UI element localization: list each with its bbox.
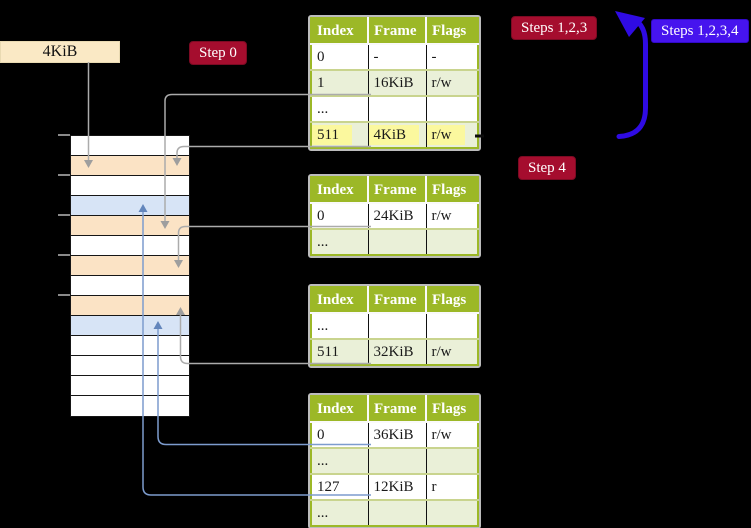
cell-flags — [426, 448, 478, 475]
memory-row-6-page-table — [71, 256, 189, 276]
cell-index: 0 — [311, 422, 369, 449]
cell-frame: 4KiB — [368, 122, 427, 148]
highlight: r/w — [426, 125, 465, 145]
cell-frame: 12KiB — [368, 474, 427, 501]
cell-index: ... — [311, 448, 369, 475]
frame-header: Frame — [368, 18, 427, 45]
memory-tick — [58, 134, 70, 136]
cell-index: 0 — [311, 44, 369, 71]
cell-flags — [426, 229, 478, 255]
cell-index: ... — [311, 313, 369, 340]
cell-flags: r/w — [431, 344, 452, 360]
cell-frame — [368, 96, 427, 123]
index-header: Index — [311, 396, 369, 423]
arrowhead-upleft-icon — [615, 11, 645, 37]
cell-index: ... — [311, 500, 369, 526]
cell-frame: 24KiB — [368, 203, 427, 230]
cell-flags — [426, 313, 478, 340]
memory-tick — [58, 174, 70, 176]
step0-badge: Step 0 — [189, 41, 247, 65]
cell-frame: 32KiB — [368, 339, 427, 365]
page-table-3: Index Frame Flags ... 511 32KiB r/w — [308, 284, 481, 368]
table-row: ... — [311, 229, 478, 255]
memory-row-2-free — [71, 176, 189, 196]
table-header-row: Index Frame Flags — [311, 18, 478, 45]
flags-header: Flags — [426, 18, 478, 45]
page-size-label: 4KiB — [0, 41, 120, 63]
table-row: ... — [311, 313, 478, 340]
cell-index: 511 — [311, 122, 369, 148]
frame-header: Frame — [368, 287, 427, 314]
step4-badge: Step 4 — [518, 156, 576, 180]
flags-header: Flags — [426, 287, 478, 314]
memory-row-8-page-table — [71, 296, 189, 316]
cell-frame: 16KiB — [368, 70, 427, 97]
memory-row-0-free — [71, 136, 189, 156]
highlight: 511 — [312, 125, 352, 145]
index-header: Index — [311, 177, 369, 204]
cell-flags: r/w — [426, 422, 478, 449]
index-header: Index — [311, 18, 369, 45]
table-row: 0 - - — [311, 44, 478, 71]
memory-tick — [58, 214, 70, 216]
memory-tick — [58, 254, 70, 256]
cell-index: 127 — [311, 474, 369, 501]
cell-index: ... — [311, 96, 369, 123]
memory-row-13-free — [71, 396, 189, 416]
big-steps-arrow — [616, 16, 648, 139]
cell-index: 0 — [311, 203, 369, 230]
cell-flags: - — [426, 44, 478, 71]
memory-row-12-free — [71, 376, 189, 396]
table-row: ... — [311, 96, 478, 123]
table-header-row: Index Frame Flags — [311, 396, 478, 423]
memory-row-7-free — [71, 276, 189, 296]
table-row: 0 24KiB r/w — [311, 203, 478, 230]
cell-frame: 36KiB — [368, 422, 427, 449]
memory-row-1-page-table — [71, 156, 189, 176]
table-row-highlighted: 511 4KiB r/w — [311, 122, 478, 148]
table-row: ... — [311, 448, 478, 475]
cell-flags: r/w — [426, 70, 478, 97]
page-table-4: Index Frame Flags 0 36KiB r/w ... 127 12… — [308, 393, 481, 528]
cell-flags — [426, 96, 478, 123]
memory-row-5-free — [71, 236, 189, 256]
memory-row-4-page-table — [71, 216, 189, 236]
table-row: ... — [311, 500, 478, 526]
flags-header: Flags — [426, 396, 478, 423]
steps1234-badge: Steps 1,2,3,4 — [651, 19, 749, 43]
cell-index: ... — [311, 229, 369, 255]
index-header: Index — [311, 287, 369, 314]
steps123-badge: Steps 1,2,3 — [511, 16, 598, 40]
memory-row-3-mapped-page — [71, 196, 189, 216]
table-row: 511 32KiB r/w — [311, 339, 478, 365]
memory-row-10-free — [71, 336, 189, 356]
table-header-row: Index Frame Flags — [311, 177, 478, 204]
cell-index: 511 — [311, 339, 369, 365]
flags-header: Flags — [426, 177, 478, 204]
cell-flags: r — [426, 474, 478, 501]
cell-frame — [368, 229, 427, 255]
table-row: 0 36KiB r/w — [311, 422, 478, 449]
table-row: 1 16KiB r/w — [311, 70, 478, 97]
memory-row-9-mapped-page — [71, 316, 189, 336]
cell-frame: - — [368, 44, 427, 71]
page-table-2: Index Frame Flags 0 24KiB r/w ... — [308, 174, 481, 258]
cell-frame — [368, 500, 427, 526]
memory-tick — [58, 294, 70, 296]
cell-flags: r/w — [426, 122, 478, 148]
frame-header: Frame — [368, 396, 427, 423]
memory-row-11-free — [71, 356, 189, 376]
frame-header: Frame — [368, 177, 427, 204]
cell-frame — [368, 448, 427, 475]
table-row: 127 12KiB r — [311, 474, 478, 501]
table-header-row: Index Frame Flags — [311, 287, 478, 314]
cell-index: 1 — [311, 70, 369, 97]
cell-flags: r/w — [426, 203, 478, 230]
cell-frame — [368, 313, 427, 340]
cell-flags — [426, 500, 478, 526]
physical-memory-strip — [70, 135, 190, 417]
highlight: 4KiB — [368, 125, 420, 145]
page-table-1: Index Frame Flags 0 - - 1 16KiB r/w ... — [308, 15, 481, 151]
